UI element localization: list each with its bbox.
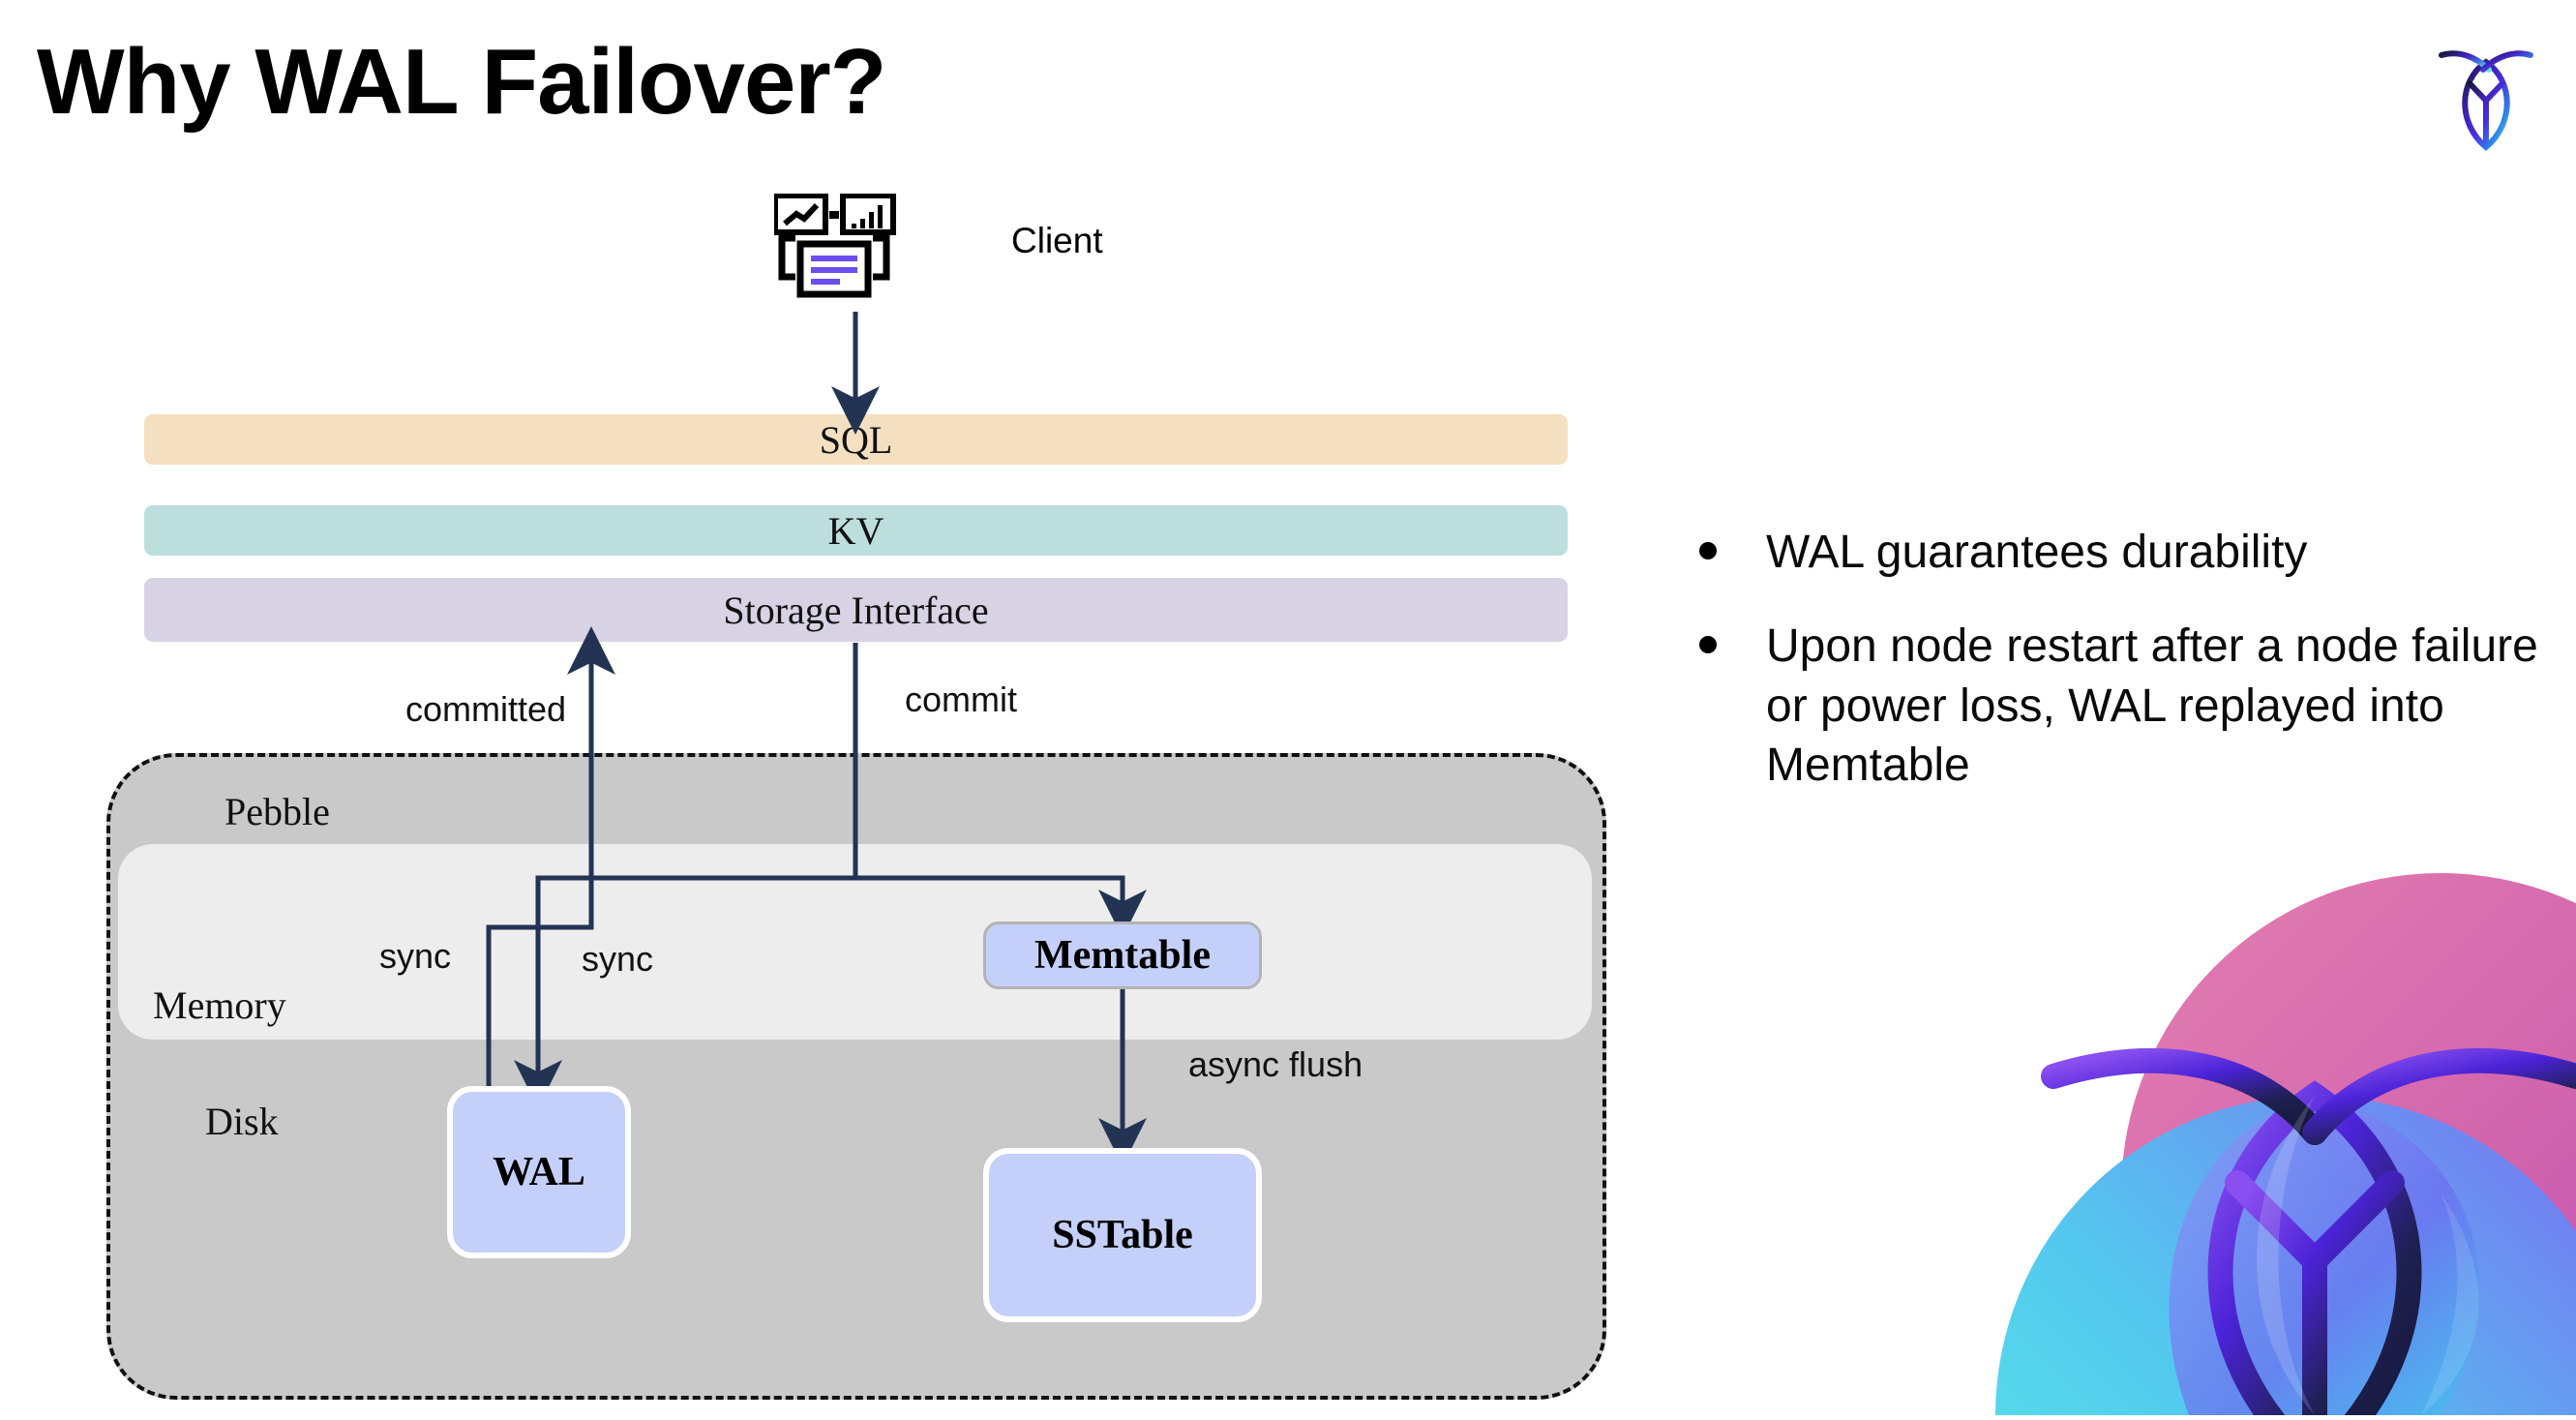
bullet-dot-icon [1699,636,1717,654]
edge-label-async-flush: async flush [1188,1044,1363,1084]
page-title: Why WAL Failover? [37,30,886,134]
memory-label: Memory [153,983,286,1027]
architecture-diagram: Client SQL KV Storage Interface Pebble M… [106,193,1606,1400]
node-memtable: Memtable [983,921,1262,989]
list-item: WAL guarantees durability [1699,523,2541,582]
edge-label-sync-right: sync [582,939,654,979]
client-label: Client [1011,221,1103,260]
disk-label: Disk [205,1100,279,1143]
edge-label-commit: commit [905,680,1017,719]
client-dashboard-icon [772,193,929,310]
edge-label-committed: committed [405,689,567,729]
bullet-list: WAL guarantees durability Upon node rest… [1699,523,2541,831]
bullet-dot-icon [1699,542,1717,559]
layer-bar-sql: SQL [144,414,1568,465]
decorative-gradient-artwork [1899,873,2576,1415]
node-wal: WAL [447,1086,631,1258]
bullet-text: Upon node restart after a node failure o… [1766,620,2538,792]
pebble-label: Pebble [225,790,330,833]
layer-bar-kv: KV [144,505,1568,556]
memory-region [118,844,1592,1040]
list-item: Upon node restart after a node failure o… [1699,617,2541,795]
node-sstable: SSTable [983,1148,1262,1322]
edge-label-sync-left: sync [379,936,452,976]
cockroachdb-logo-icon [2413,29,2559,165]
layer-bar-storage-interface: Storage Interface [144,578,1568,642]
bullet-text: WAL guarantees durability [1766,527,2308,578]
